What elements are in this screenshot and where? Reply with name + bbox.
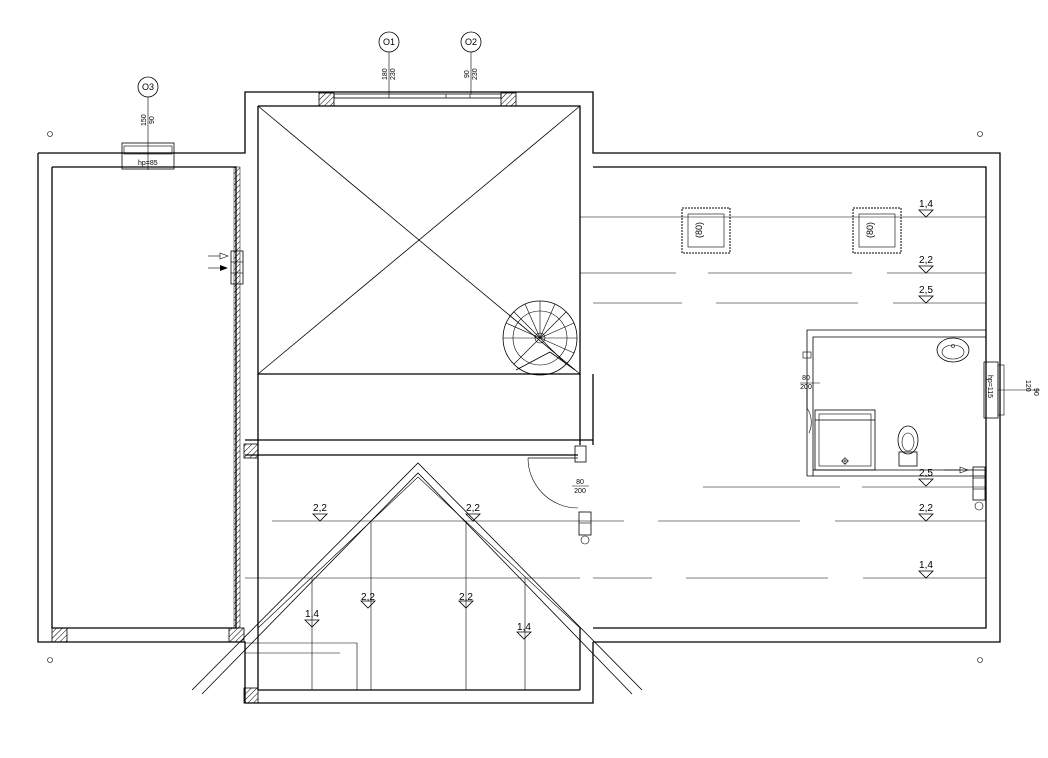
svg-text:1,4: 1,4 [919,199,933,210]
marker-o3: O3 [142,82,154,92]
svg-text:2,5: 2,5 [919,285,933,296]
svg-text:2,2: 2,2 [919,255,933,266]
level-marks-lower: 2,2 2,2 1,4 2,2 2,2 1,4 [304,503,532,640]
svg-text:2,2: 2,2 [466,503,480,514]
level-marker: 2,2 [360,592,376,609]
svg-text:1,4: 1,4 [305,609,319,620]
svg-text:2,5: 2,5 [919,468,933,479]
o2-height: 230 [472,68,479,80]
level-marker: 2,5 [918,285,934,304]
right-window-sill: hp=115 [986,375,993,398]
main-door: 80 200 [527,445,589,509]
ventilation [208,250,986,545]
marker-o1: O1 [383,37,395,47]
window-o1-o2: O1 O2 180 230 90 230 [333,31,502,99]
svg-text:200: 200 [800,384,812,391]
o1-height: 230 [390,68,397,80]
level-marker: 1,4 [304,609,320,628]
svg-text:200: 200 [574,488,586,495]
svg-text:80: 80 [802,375,810,382]
svg-text:80: 80 [576,479,584,486]
shower-drain-icon [841,457,849,465]
svg-text:2,2: 2,2 [919,503,933,514]
level-marker: 1,4 [516,622,532,640]
exterior-walls [37,91,1001,704]
lower-wing-lines [245,520,596,690]
svg-text:2,2: 2,2 [313,503,327,514]
o1-width: 180 [382,68,389,80]
level-marker: 2,2 [465,503,481,522]
bath-door: 80 200 [800,351,820,434]
columns [51,92,517,704]
right-window-width: 120 [1024,380,1031,392]
o3-width: 150 [141,114,148,126]
roof-outlets: (80) (80) [681,207,902,254]
svg-text:1,4: 1,4 [919,560,933,571]
right-window-height: 90 [1032,388,1039,396]
level-marker: 2,2 [312,503,328,522]
outlet-right-size: (80) [865,222,875,238]
washbasin [936,337,970,363]
svg-text:1,4: 1,4 [517,622,531,633]
toilet [897,425,919,467]
level-marker: 1,4 [918,560,934,579]
level-marker: 1,4 [918,199,934,218]
o2-width: 90 [464,70,471,78]
level-marker: 2,2 [458,592,474,609]
marker-o2: O2 [465,37,477,47]
level-marker: 2,2 [918,255,934,274]
stair-void [257,105,581,375]
window-o3: O3 150 90 hp=85 [121,76,175,170]
bathroom: 80 200 [800,329,986,477]
window-right: 120 90 hp=115 [983,361,1040,419]
shower-tray [814,409,876,471]
level-marker: 2,2 [918,503,934,522]
grid-points [47,131,983,663]
svg-text:2,2: 2,2 [459,592,473,603]
level-marker: 2,5 [918,468,934,487]
spiral-staircase [502,300,578,376]
right-wing-lines [580,216,986,579]
svg-text:2,2: 2,2 [361,592,375,603]
o3-sill: hp=85 [138,160,158,167]
level-marks-right: 1,4 2,2 2,5 2,5 2,2 1,4 [918,199,934,579]
outlet-left-size: (80) [694,222,704,238]
gable-roof [191,462,643,695]
o3-height: 90 [149,116,156,124]
